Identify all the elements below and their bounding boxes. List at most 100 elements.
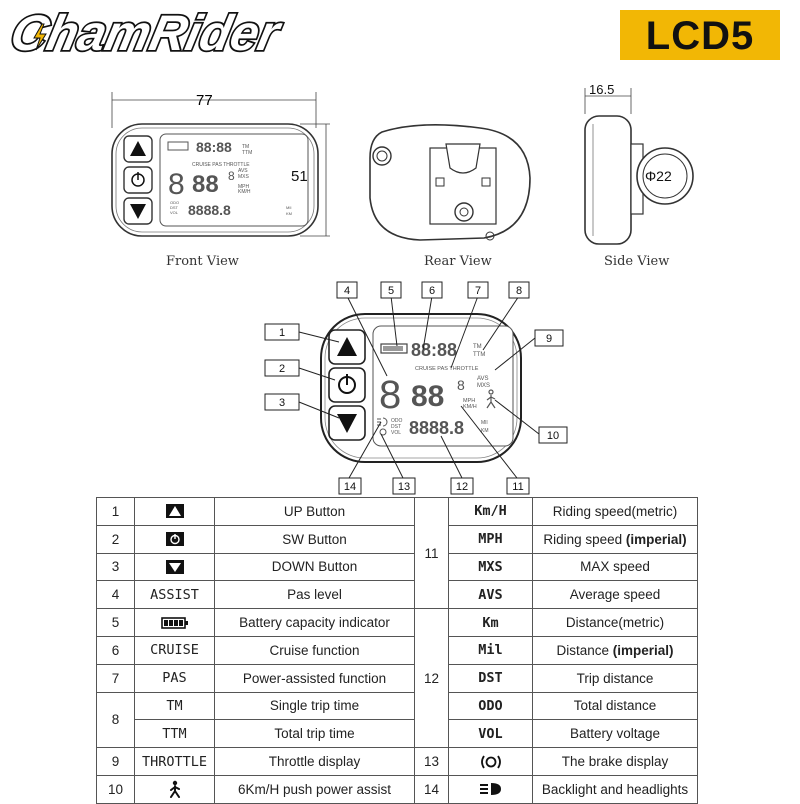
diagram-battery-icon [380,343,408,354]
front-mil-label: MIl [286,205,291,210]
diagram-avs-label: AVS [477,376,489,382]
diagram-speed-digits: 88 [411,380,444,413]
legend-description: Backlight and headlights [532,774,698,804]
logo-text: ChamRider [8,5,287,60]
legend-code: Km [448,608,533,637]
power-icon [134,524,215,554]
diagram-odo-label: ODO [391,418,403,424]
lightning-icon [33,23,47,51]
callout-13: 13 [398,481,410,493]
diagram-time-segment: 88:88 [411,340,457,360]
diagram-mode-labels: CRUISE PAS THROTTLE [415,366,479,372]
legend-number: 7 [96,663,135,693]
diagram-tm-label: TM [473,344,482,350]
table-row: 10 6Km/H push power assist 14 Backlight … [96,774,698,804]
legend-description: Average speed [532,580,698,610]
legend-description: Total trip time [214,719,415,749]
table-row: 8 TM Single trip time ODO Total distance [96,691,698,749]
legend-group-13: 13 [414,747,449,776]
up-triangle-icon [134,497,215,526]
legend-description: Trip distance [532,663,698,693]
height-dimension: 51 [291,168,308,185]
callout-3: 3 [279,397,285,409]
diagram-down-triangle-icon [337,414,357,433]
legend-code: DST [448,663,533,693]
brake-icon [448,747,533,776]
desc-text: Riding speed [543,531,626,547]
legend-code: CRUISE [134,635,215,665]
table-row: 3 DOWN Button MXS MAX speed [96,552,698,582]
front-speed-digits: 88 [192,171,219,198]
front-speed-decimal: 8 [228,169,235,183]
table-row: TTM Total trip time VOL Battery voltage [97,719,698,749]
callout-4: 4 [344,285,350,297]
front-avs-label: AVS [238,168,248,174]
legend-description: Riding speed(metric) [532,497,698,526]
walking-person-icon [134,774,215,804]
desc-bold-text: (imperial) [612,642,674,658]
legend-number: 5 [96,608,135,637]
legend-code: Km/H [448,497,533,526]
legend-code: TTM [134,719,215,749]
front-kmh-label: KM/H [238,189,251,195]
front-mode-labels: CRUISE PAS THROTTLE [192,162,250,168]
legend-description: Distance(metric) [532,608,698,637]
legend-group-11: 11 [414,496,449,610]
callout-leader-lines [298,295,540,479]
legend-code: AVS [448,580,533,610]
legend-description: Total distance [532,691,698,721]
legend-number: 9 [96,747,135,776]
legend-description: Single trip time [214,691,415,721]
table-row: 9 THROTTLE Throttle display 13 The brake… [96,747,698,776]
legend-description: Cruise function [214,635,415,665]
front-dst-label: DST [170,205,179,210]
callout-7: 7 [475,285,481,297]
front-down-triangle-icon [130,204,146,219]
side-view-label: Side View [604,254,670,269]
callout-5: 5 [388,285,394,297]
legend-description: The brake display [532,747,698,776]
front-view-label: Front View [166,254,239,269]
legend-code: THROTTLE [134,747,215,776]
legend-description: DOWN Button [214,552,415,582]
legend-group-12: 12 [414,608,449,749]
front-ttm-label: TTM [242,150,252,156]
legend-description: Distance (imperial) [532,635,698,665]
legend-group-14: 14 [414,774,449,804]
legend-number: 6 [96,635,135,665]
diagram-walking-person-icon [486,389,496,409]
battery-icon [134,608,215,637]
headlight-icon [448,774,533,804]
front-vol-label: VOL [170,210,179,215]
legend-number: 2 [96,524,135,554]
front-odometer-digits: 8888.8 [188,202,231,218]
legend-description: Pas level [214,580,415,610]
rear-view-drawing [369,124,531,241]
diagram-dst-label: DST [391,424,401,430]
legend-code: TM [134,691,215,721]
front-view-drawing: 77 88:88 TM TTM CRUISE PAS THROTTLE 8 88… [111,92,330,237]
legend-description: Throttle display [214,747,415,776]
table-row: 4 ASSIST Pas level AVS Average speed [96,580,698,610]
callout-14: 14 [344,481,356,493]
annotated-display-diagram: 88:88 TM TTM CRUISE PAS THROTTLE 8 88 8 … [264,281,568,495]
front-odo-label: ODO [170,200,179,205]
table-row: 1 UP Button 11 Km/H Riding speed(metric) [96,496,698,610]
legend-code: MXS [448,552,533,582]
width-dimension: 77 [196,92,213,109]
legend-description: Riding speed (imperial) [532,524,698,554]
legend-code: MPH [448,524,533,554]
callout-6: 6 [429,285,435,297]
legend-description: Battery voltage [532,719,698,749]
callout-10: 10 [547,430,559,442]
diagram-assist-digit: 8 [379,373,401,417]
legend-description: SW Button [214,524,415,554]
legend-number: 8 [96,691,135,749]
diagram-headlight-icon [377,417,388,427]
legend-code: ODO [448,691,533,721]
diagram-speed-decimal: 8 [457,377,465,393]
diagram-brake-icon [379,428,387,436]
depth-dimension: 16.5 [589,82,615,97]
callout-2: 2 [279,363,285,375]
front-up-triangle-icon [130,141,146,156]
